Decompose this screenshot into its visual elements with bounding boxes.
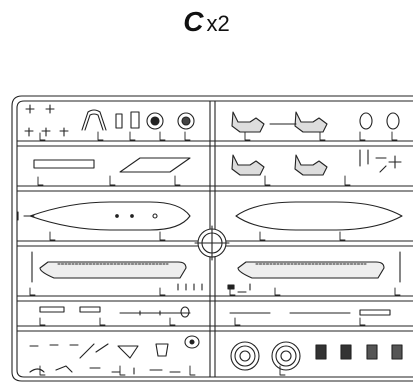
part-tabs	[29, 131, 401, 376]
row1-left-parts	[24, 104, 195, 137]
row1-right-parts	[231, 111, 400, 133]
gate-ring	[194, 225, 230, 261]
row4-small-parts	[177, 283, 251, 293]
row5-rods	[39, 306, 391, 318]
sprue-quantity: x2	[206, 11, 230, 36]
sprue-letter: C	[183, 6, 204, 37]
row6-parts	[29, 335, 403, 375]
row4-hulls	[31, 251, 401, 283]
row3-tanks	[17, 201, 403, 231]
row2-parts	[33, 149, 402, 176]
sprue-outer-frame	[11, 95, 413, 382]
